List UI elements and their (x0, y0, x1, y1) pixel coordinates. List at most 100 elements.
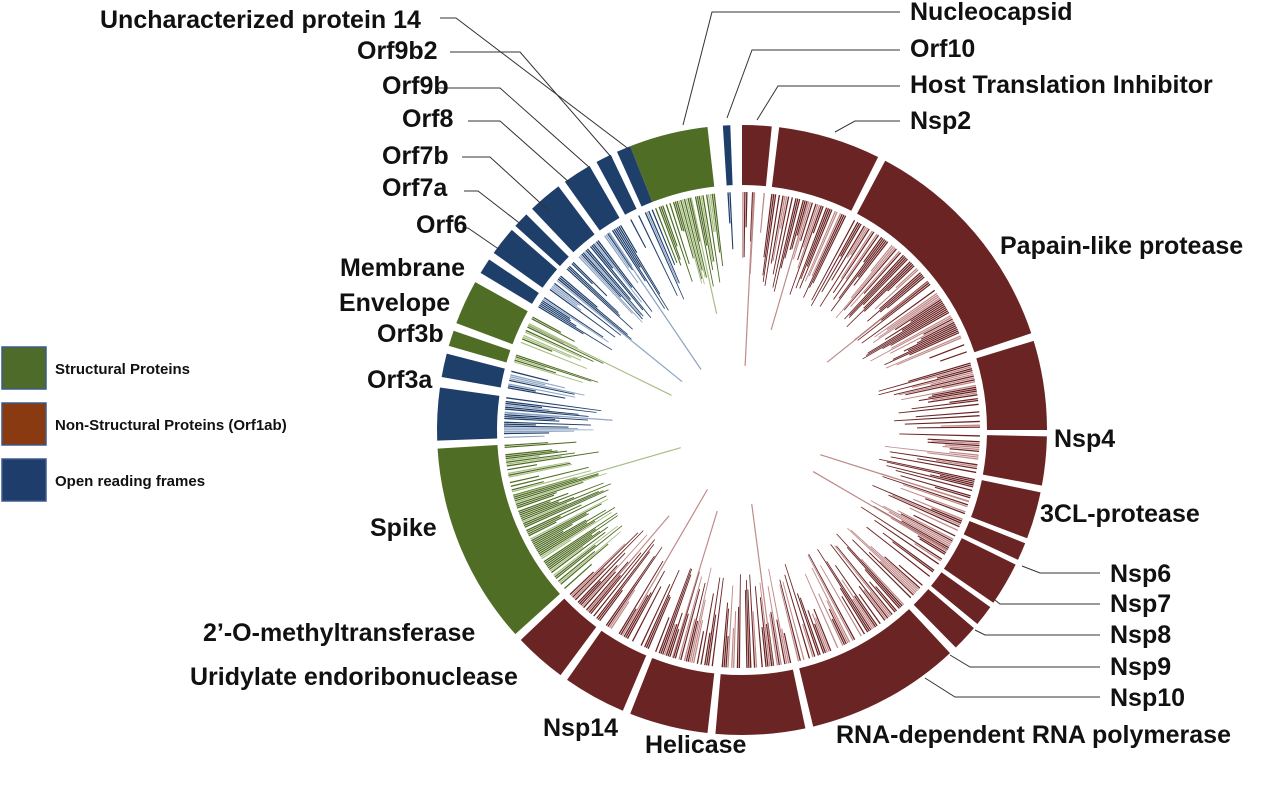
coverage-bar (762, 194, 775, 276)
leader-line (468, 120, 571, 184)
segment-21 (456, 282, 672, 396)
segment-label-15: Uridylate endoribonuclease (190, 663, 518, 691)
coverage-bar (903, 325, 957, 352)
coverage-bar (572, 532, 639, 598)
coverage-bar (874, 269, 919, 310)
coverage-bar (895, 469, 973, 492)
coverage-bar (867, 273, 923, 322)
coverage-bar (581, 253, 622, 298)
coverage-bar (678, 200, 703, 284)
coverage-bar (934, 486, 971, 499)
coverage-bar (665, 623, 678, 656)
coverage-bar (522, 491, 599, 525)
coverage-bar (743, 192, 746, 258)
coverage-bar (865, 306, 947, 356)
coverage-bar (599, 589, 623, 622)
segment-block (913, 589, 974, 648)
coverage-bar (538, 507, 616, 555)
coverage-bar (808, 553, 856, 640)
segment-block (963, 520, 1026, 560)
coverage-bar (862, 258, 909, 306)
coverage-bar (917, 426, 980, 429)
coverage-bar (510, 466, 589, 487)
coverage-bar (769, 614, 779, 666)
coverage-bar (578, 580, 601, 605)
coverage-bar (618, 225, 661, 295)
coverage-bar (879, 275, 924, 313)
segment-label-22: Orf6 (416, 211, 467, 239)
coverage-bar (549, 288, 616, 338)
coverage-bar (522, 502, 568, 523)
segment-24 (515, 214, 633, 330)
coverage-bar (623, 594, 649, 638)
coverage-bar (540, 511, 612, 558)
coverage-bar (541, 300, 571, 320)
coverage-bar (514, 474, 599, 502)
coverage-bar (928, 388, 977, 399)
coverage-bar (504, 421, 591, 426)
coverage-bar (555, 525, 623, 580)
coverage-bar (711, 193, 721, 253)
coverage-bar (892, 328, 958, 360)
legend-swatch (1, 458, 47, 502)
coverage-bar (711, 577, 724, 667)
segment-label-17: Spike (370, 514, 437, 542)
coverage-bar (674, 613, 689, 659)
coverage-bar (886, 461, 975, 483)
segment-label-6: 3CL-protease (1040, 500, 1200, 528)
coverage-bar (638, 215, 678, 296)
coverage-bar (826, 600, 849, 644)
coverage-bar (509, 379, 575, 395)
segment-27 (596, 154, 678, 296)
coverage-bar (854, 595, 877, 628)
coverage-bar (518, 501, 551, 514)
segment-9 (812, 471, 1016, 603)
coverage-bar (900, 475, 971, 497)
coverage-bar (516, 494, 555, 509)
coverage-bar (949, 451, 979, 456)
coverage-bar (700, 593, 714, 665)
coverage-bar (528, 521, 557, 537)
coverage-bar (526, 504, 582, 532)
coverage-bar (944, 444, 980, 449)
coverage-bar (505, 404, 550, 411)
coverage-bar (828, 608, 847, 645)
coverage-spoke (528, 324, 672, 396)
coverage-bar (780, 198, 799, 269)
coverage-bar (920, 321, 955, 340)
coverage-bar (880, 282, 930, 321)
coverage-bar (543, 297, 604, 338)
coverage-bar (942, 381, 976, 390)
coverage-bar (504, 423, 536, 426)
coverage-bar (547, 530, 601, 569)
coverage-bar (840, 230, 873, 279)
coverage-bar (886, 276, 925, 309)
coverage-bar (845, 233, 878, 280)
coverage-bar (820, 565, 862, 637)
coverage-bar (655, 207, 678, 264)
coverage-bar (809, 214, 845, 288)
coverage-bar (658, 206, 682, 266)
coverage-bar (927, 394, 978, 403)
coverage-bar (770, 195, 784, 264)
coverage-bar (772, 195, 786, 262)
coverage-bar (511, 481, 544, 491)
segment-15 (567, 489, 708, 711)
coverage-bar (559, 531, 622, 584)
coverage-bar (879, 560, 916, 595)
coverage-bar (808, 211, 838, 277)
coverage-bar (759, 582, 771, 667)
coverage-bar (927, 452, 979, 460)
coverage-bar (504, 408, 589, 417)
coverage-bar (904, 420, 980, 425)
coverage-bar (520, 496, 575, 520)
coverage-bar (780, 196, 788, 229)
coverage-spoke (820, 454, 970, 503)
coverage-bar (807, 554, 854, 641)
coverage-bar (539, 304, 613, 351)
segment-block (437, 444, 560, 635)
segment-16 (520, 515, 670, 676)
coverage-bar (564, 563, 593, 590)
coverage-bar (888, 494, 960, 528)
coverage-bar (574, 530, 644, 601)
